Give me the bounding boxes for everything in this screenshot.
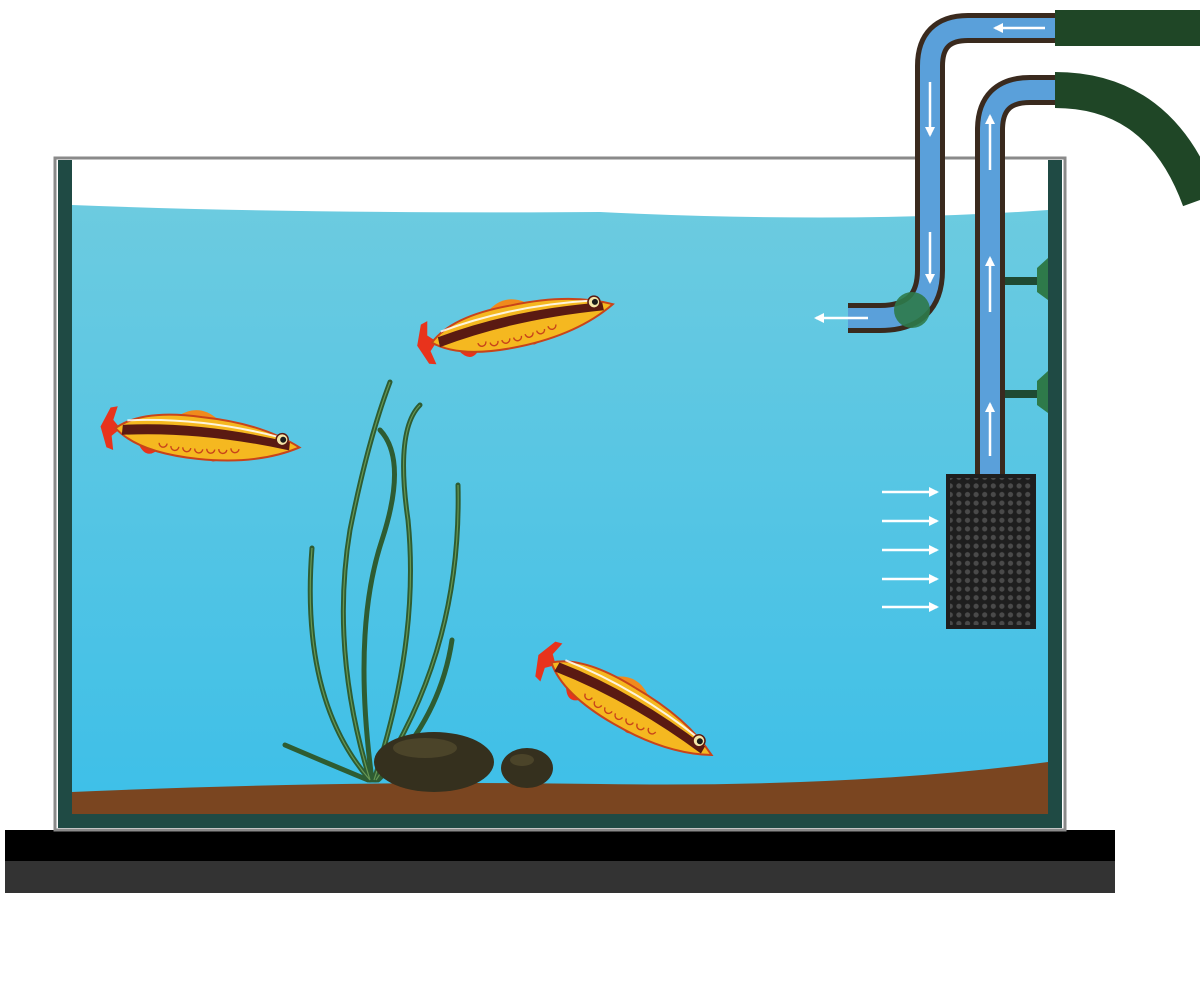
filter-hoses: [1054, 10, 1200, 207]
rock-small: [501, 748, 553, 788]
intake-strainer: [946, 474, 1036, 629]
aquarium-stand: [5, 830, 1115, 893]
flow-arrows: [814, 23, 1045, 612]
substrate-gravel: [72, 762, 1048, 814]
